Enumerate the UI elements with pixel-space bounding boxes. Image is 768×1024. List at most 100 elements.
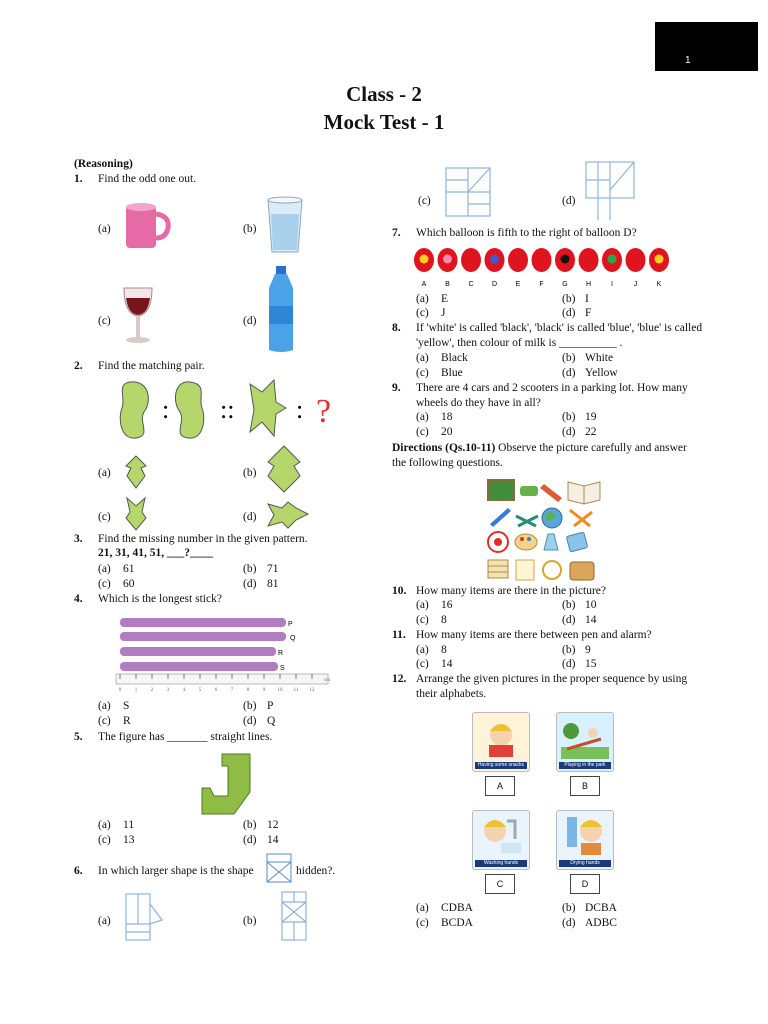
- q8-line1: If 'white' is called 'black', 'black' is…: [416, 322, 703, 334]
- scissors-icon: [515, 514, 539, 528]
- q4-opt-a-value: S: [123, 700, 130, 712]
- q1-option-c: (c): [98, 315, 111, 327]
- q5-opt-a-value: 11: [123, 819, 135, 831]
- water-bottle-image: [269, 266, 293, 352]
- q3-opt-a-label: (a): [98, 563, 111, 575]
- flask-icon: [543, 533, 559, 551]
- balloon-center-h: [584, 254, 593, 264]
- balloon-center-c: [466, 254, 476, 264]
- q11-opt-a-label: (a): [416, 644, 429, 656]
- playing-park-icon: [561, 723, 609, 759]
- balloon-label-g: G: [562, 281, 567, 288]
- balloon-center-a: [419, 254, 429, 264]
- q6-shape-a: [125, 893, 163, 941]
- crayon-icon: [540, 484, 562, 502]
- q11-opt-c-value: 14: [441, 658, 453, 670]
- picture-b: Playing in the park: [556, 712, 614, 772]
- balloon-center-d: [490, 254, 499, 264]
- drying-hands-icon: [567, 817, 602, 855]
- q6-text-after: hidden?.: [296, 865, 336, 877]
- q6-text-before: In which larger shape is the shape: [98, 865, 254, 877]
- title-test: Mock Test - 1: [323, 110, 445, 134]
- q8-opt-a-value: Black: [441, 352, 468, 364]
- q12-number: 12.: [392, 673, 407, 685]
- stick-label-p: P: [288, 621, 293, 628]
- q5-opt-d-label: (d): [243, 834, 257, 846]
- caption-a: Having some snacks: [475, 762, 527, 769]
- alarm-clock-icon: [542, 560, 562, 580]
- q5-opt-c-value: 13: [123, 834, 135, 846]
- q12-opt-a-value: CDBA: [441, 902, 473, 914]
- ruler-tick-label: 11: [294, 688, 299, 693]
- q11-opt-b-value: 9: [585, 644, 591, 656]
- balloon-center-b: [443, 254, 452, 264]
- q2-shape-a: [125, 455, 147, 489]
- q12-opt-c-label: (c): [416, 917, 429, 929]
- q4-opt-c-label: (c): [98, 715, 111, 727]
- stick-label-r: R: [278, 650, 283, 657]
- stick-label-q: Q: [290, 635, 296, 642]
- q4-opt-d-label: (d): [243, 715, 257, 727]
- q12-opt-a-label: (a): [416, 902, 429, 914]
- directions-bold: Directions (Qs.10-11): [392, 442, 496, 454]
- q5-opt-d-value: 14: [267, 834, 279, 846]
- ruler: [115, 673, 329, 685]
- letter-box-c: C: [485, 874, 515, 894]
- q5-opt-a-label: (a): [98, 819, 111, 831]
- q7-opt-d-label: (d): [562, 307, 576, 319]
- balloon-label-j: J: [634, 281, 638, 288]
- eraser-icon: [520, 486, 538, 496]
- balloon-label-a: A: [422, 281, 427, 288]
- q6-option-c: (c): [418, 195, 431, 207]
- caption-c: Washing hands: [475, 860, 527, 867]
- q11-opt-d-value: 15: [585, 658, 597, 670]
- q2-shape-b: [267, 445, 301, 493]
- q11-opt-c-label: (c): [416, 658, 429, 670]
- ruler-tick-label: 6: [215, 688, 218, 693]
- title-class: Class - 2: [346, 82, 422, 106]
- q2-option-b: (b): [243, 467, 257, 479]
- q12-opt-d-label: (d): [562, 917, 576, 929]
- pen-icon: [490, 508, 511, 527]
- stick-s: [120, 662, 278, 671]
- q9-number: 9.: [392, 382, 401, 394]
- q1-number: 1.: [74, 173, 83, 185]
- q7-opt-a-label: (a): [416, 293, 429, 305]
- q4-number: 4.: [74, 593, 83, 605]
- q3-opt-a-value: 61: [123, 563, 135, 575]
- q12-opt-b-value: DCBA: [585, 902, 617, 914]
- set-square-icon: [569, 508, 593, 528]
- directions-line2: the following questions.: [392, 457, 503, 469]
- q9-opt-b-label: (b): [562, 411, 576, 423]
- q7-opt-b-value: I: [585, 293, 589, 305]
- q5-text: The figure has _______ straight lines.: [98, 731, 273, 743]
- q9-opt-d-value: 22: [585, 426, 597, 438]
- q11-opt-a-value: 8: [441, 644, 447, 656]
- q8-opt-c-value: Blue: [441, 367, 463, 379]
- sep-colon-1: :: [162, 395, 169, 424]
- q8-opt-d-value: Yellow: [585, 367, 618, 379]
- q7-opt-a-value: E: [441, 293, 449, 305]
- q11-opt-d-label: (d): [562, 658, 576, 670]
- balloon-label-c: C: [468, 281, 473, 288]
- ruler-tick-label: 8: [247, 688, 250, 693]
- directions-line1: Directions (Qs.10-11) Observe the pictur…: [392, 441, 687, 455]
- q7-opt-c-label: (c): [416, 307, 429, 319]
- letter-box-d: D: [570, 874, 600, 894]
- q12-line1: Arrange the given pictures in the proper…: [416, 673, 688, 685]
- page-number: 1: [685, 55, 691, 66]
- balloon-center-j: [631, 254, 640, 264]
- ruler-unit: cm: [324, 678, 330, 683]
- q8-opt-b-value: White: [585, 352, 614, 364]
- balloon-center-g: [560, 254, 570, 264]
- q3-opt-b-label: (b): [243, 563, 257, 575]
- q8-opt-c-label: (c): [416, 367, 429, 379]
- sep-double-colon: ::: [220, 395, 234, 424]
- caption-d: Drying hands: [559, 860, 611, 867]
- q6-number: 6.: [74, 865, 83, 877]
- q1-text: Find the odd one out.: [98, 173, 197, 185]
- caption-b: Playing in the park: [559, 762, 611, 769]
- q10-number: 10.: [392, 585, 407, 597]
- wine-glass-image: [123, 287, 153, 343]
- q12-opt-d-value: ADBC: [585, 917, 617, 929]
